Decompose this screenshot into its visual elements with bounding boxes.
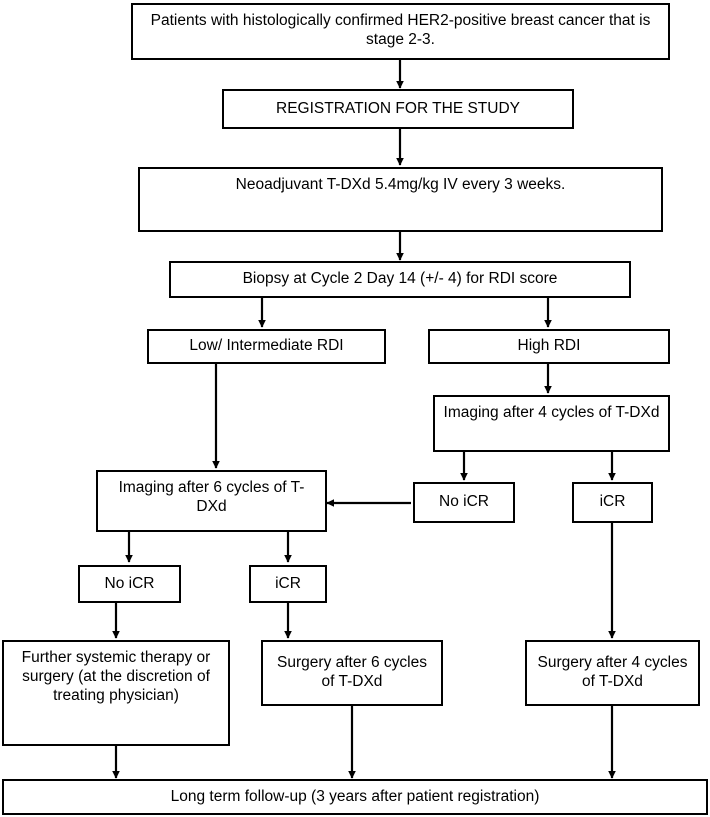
node-icr-high-rdi: iCR	[572, 482, 653, 523]
node-rdi-high: High RDI	[428, 329, 670, 364]
node-long-term-followup: Long term follow-up (3 years after patie…	[2, 779, 708, 815]
node-eligibility: Patients with histologically confirmed H…	[131, 3, 670, 60]
node-rdi-low-intermediate: Low/ Intermediate RDI	[147, 329, 386, 364]
node-surgery-after-4-cycles: Surgery after 4 cycles of T-DXd	[525, 640, 700, 706]
node-registration: REGISTRATION FOR THE STUDY	[222, 89, 574, 129]
node-no-icr-low-rdi: No iCR	[78, 565, 181, 603]
node-surgery-after-6-cycles: Surgery after 6 cycles of T-DXd	[261, 640, 443, 706]
node-imaging-after-4-cycles: Imaging after 4 cycles of T-DXd	[433, 395, 670, 452]
node-neoadjuvant: Neoadjuvant T-DXd 5.4mg/kg IV every 3 we…	[138, 167, 663, 232]
node-no-icr-high-rdi: No iCR	[413, 482, 515, 523]
node-biopsy: Biopsy at Cycle 2 Day 14 (+/- 4) for RDI…	[169, 261, 631, 298]
node-icr-low-rdi: iCR	[249, 565, 327, 603]
node-further-systemic-therapy: Further systemic therapy or surgery (at …	[2, 640, 230, 746]
node-imaging-after-6-cycles: Imaging after 6 cycles of T-DXd	[96, 470, 327, 532]
